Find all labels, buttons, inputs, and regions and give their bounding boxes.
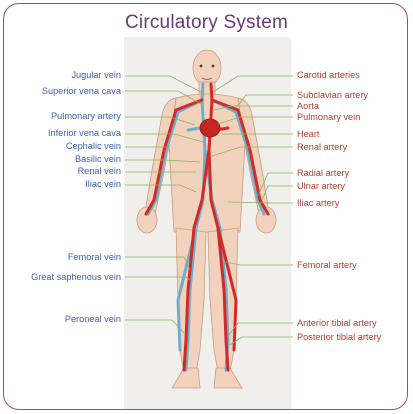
label-renal-artery: Renal artery [297, 142, 348, 152]
label-iliac-artery: Iliac artery [297, 198, 340, 208]
label-great-saphenous-vein: Great saphenous vein [31, 272, 121, 282]
label-radial-artery: Radial artery [297, 168, 350, 178]
diagram-title: Circulatory System [124, 12, 289, 33]
label-peroneal-vein: Peroneal vein [64, 314, 121, 324]
label-subclavian-artery: Subclavian artery [297, 90, 368, 100]
label-heart: Heart [297, 129, 320, 139]
heart-shape [199, 118, 221, 138]
label-jugular-vein: Jugular vein [71, 70, 121, 80]
label-inferior-vena-cava: Inferior vena cava [47, 128, 121, 138]
label-posterior-tibial-artery: Posterior tibial artery [297, 332, 382, 342]
artery-network [144, 82, 270, 372]
label-pulmonary-artery: Pulmonary artery [51, 111, 121, 121]
label-iliac-vein: Iliac vein [85, 179, 121, 189]
label-ulnar-artery: Ulnar artery [297, 181, 345, 191]
label-femoral-artery: Femoral artery [297, 260, 357, 270]
label-femoral-vein: Femoral vein [67, 252, 121, 262]
label-superior-vena-cava: Superior vena cava [41, 86, 121, 96]
label-cephalic-vein: Cephalic vein [65, 141, 121, 151]
label-carotid-arteries: Carotid arteries [297, 70, 360, 80]
label-anterior-tibial-artery: Anterior tibial artery [297, 318, 377, 328]
label-basilic-vein: Basilic vein [75, 154, 121, 164]
label-aorta: Aorta [297, 101, 319, 111]
artery-leader-lines [211, 75, 293, 346]
label-pulmonary-vein: Pulmonary vein [297, 112, 361, 122]
label-renal-vein: Renal vein [77, 166, 121, 176]
face-features [199, 64, 215, 80]
vein-leader-lines [125, 75, 204, 334]
